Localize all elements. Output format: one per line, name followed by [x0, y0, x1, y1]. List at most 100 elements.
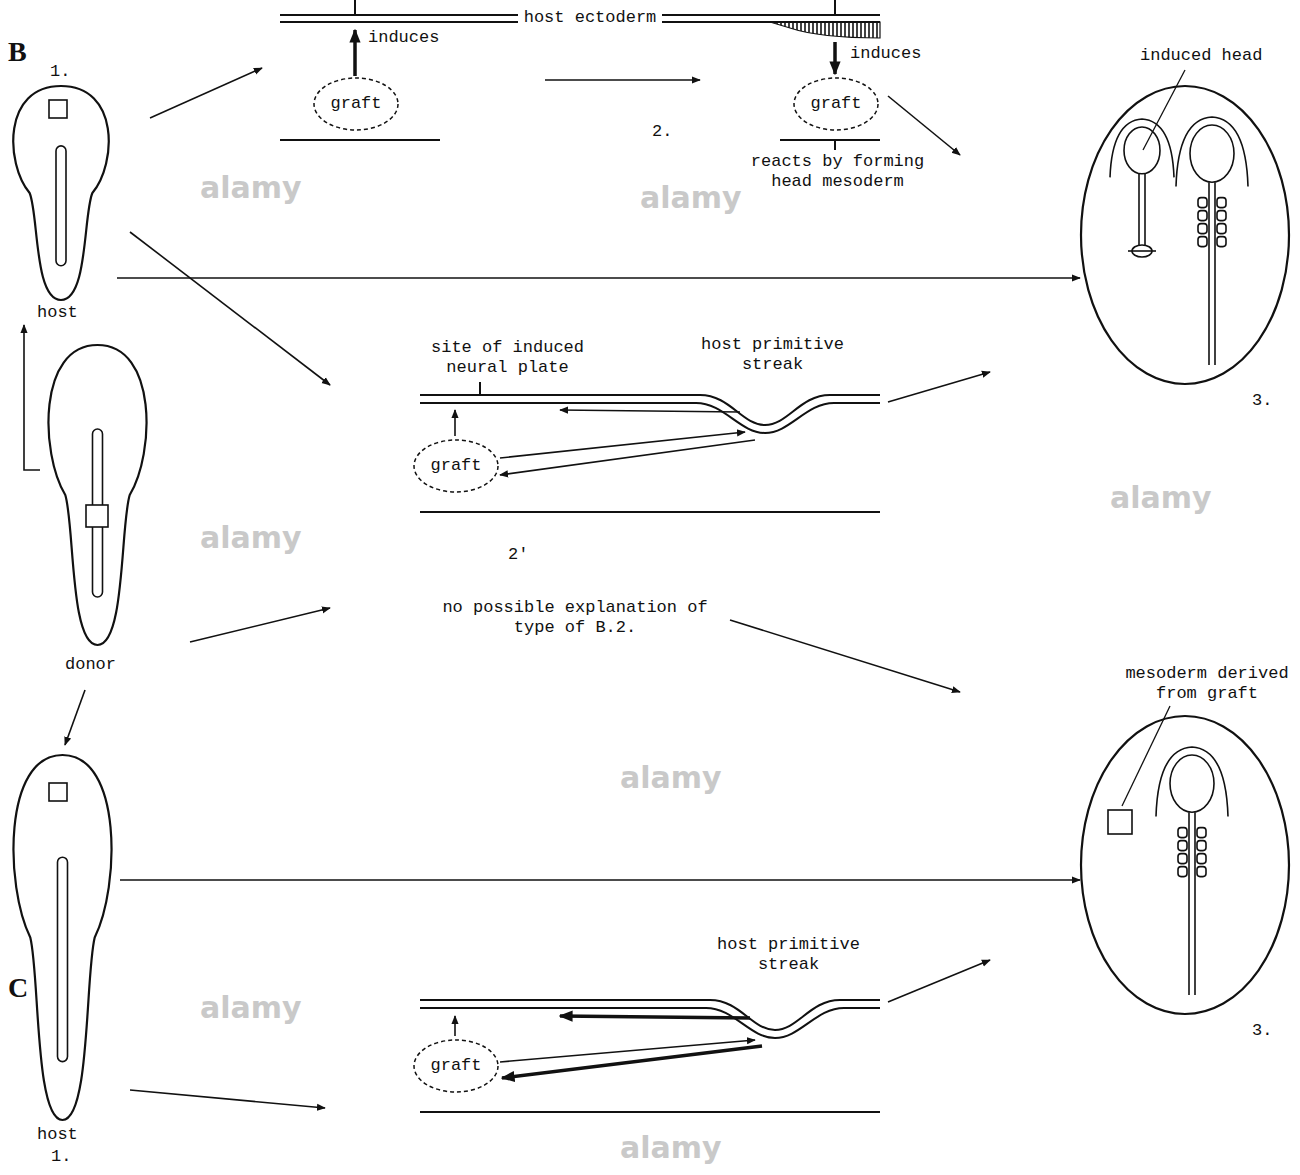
flow-arrows [730, 620, 960, 692]
flow-arrows [545, 79, 700, 81]
panel-letter: B [8, 36, 27, 68]
embryo-sketch [1178, 854, 1187, 864]
embryo-sketch [1217, 211, 1226, 221]
connector-arrow [65, 690, 85, 745]
panel-2prime [420, 511, 880, 513]
embryo-sketch [1124, 127, 1160, 174]
panel-2prime [420, 382, 880, 512]
embryo-sketch [1138, 174, 1140, 245]
embryo-sketch [1198, 211, 1207, 221]
graft-ellipse: graft [413, 439, 499, 493]
connector-arrow [120, 879, 1080, 881]
node-label: graft [330, 94, 381, 114]
embryo-sketch [1198, 224, 1207, 234]
watermark: alamy [200, 170, 302, 205]
embryo-sketch [1110, 119, 1174, 257]
panel-2prime [560, 410, 740, 412]
induction-arrows [833, 42, 837, 74]
embryo-sketch [1197, 867, 1206, 877]
embryo-sketch [1156, 747, 1228, 995]
node-outline [48, 345, 146, 645]
embryo-sketch [1188, 812, 1190, 995]
flow-arrows [888, 960, 990, 1002]
embryo-sketch [1156, 747, 1228, 817]
graft-ellipse: graft [413, 1039, 499, 1093]
embryo-sketch [1178, 867, 1187, 877]
result-embryo: 3. [1080, 715, 1290, 1045]
flow-arrows [130, 1090, 325, 1108]
embryo-sketch [1198, 198, 1207, 208]
node-outline [49, 783, 67, 801]
flow-arrows [130, 232, 330, 385]
embryo-sketch [1197, 854, 1206, 864]
node-outline [1081, 716, 1289, 1014]
ectoderm-lines [770, 22, 880, 38]
embryo-sketch [1176, 117, 1248, 365]
node-outline [794, 78, 878, 130]
embryo-sketch [1178, 828, 1187, 838]
watermark: alamy [620, 760, 722, 795]
embryo-sketch [1110, 119, 1174, 177]
leader-lines [1143, 70, 1185, 150]
node-outline [86, 505, 108, 527]
connector-arrow [24, 325, 40, 470]
ectoderm-lines [354, 0, 356, 15]
graft-ellipse: graft [313, 77, 399, 131]
embryo-sketch [1197, 841, 1206, 851]
node-outline [314, 78, 398, 130]
node-outline [414, 440, 498, 492]
watermark: alamy [200, 520, 302, 555]
embryo-sketch [1194, 812, 1196, 995]
embryo-sketch [1178, 841, 1187, 851]
graft-ellipse: graft [793, 77, 879, 131]
watermark: alamy [620, 1130, 722, 1165]
node-outline [1080, 715, 1290, 1045]
ectoderm-lines [834, 140, 836, 150]
node-label: host [37, 1125, 78, 1145]
donor-embryo: donor [40, 345, 155, 690]
embryo-sketch [1197, 828, 1206, 838]
ectoderm-lines [780, 139, 880, 141]
structure-label: mesoderm derived from graft [1118, 664, 1296, 704]
panel-c [454, 1016, 456, 1036]
node-outline [58, 857, 68, 1061]
leader-lines [1122, 706, 1170, 806]
panel-c [420, 1008, 880, 1038]
stage-number: 2' [508, 545, 528, 565]
panel-c [420, 1111, 880, 1113]
node-outline [1080, 85, 1290, 415]
flow-arrows [190, 608, 330, 642]
node-outline [5, 745, 120, 1170]
node-outline [414, 1040, 498, 1092]
node-outline [1108, 810, 1132, 834]
node-outline [1081, 86, 1289, 384]
node-outline [56, 146, 66, 266]
watermark: alamy [640, 180, 742, 215]
host-embryo: host1. [5, 745, 120, 1170]
node-label: donor [65, 655, 116, 675]
panel-2prime [420, 403, 880, 433]
watermark: alamy [200, 990, 302, 1025]
flow-arrows [150, 68, 262, 118]
note-text: no possible explanation of type of B.2. [425, 598, 725, 638]
node-label: 1. [50, 62, 70, 82]
embryo-sketch [1217, 198, 1226, 208]
embryo-sketch [1214, 182, 1216, 365]
stage-number: 2. [652, 122, 672, 142]
process-label: induces [368, 28, 439, 48]
flow-arrows [130, 68, 990, 1108]
induction-arrows [353, 30, 357, 76]
embryo-sketch [1144, 174, 1146, 245]
structure-label: host primitive streak [690, 335, 855, 375]
panel-c [560, 1016, 750, 1018]
tissue-label: host ectoderm [518, 8, 663, 28]
process-label: reacts by forming head mesoderm [740, 152, 935, 192]
process-label: induces [850, 44, 921, 64]
panel-2prime [479, 382, 481, 395]
embryo-sketch [1128, 250, 1156, 252]
flow-arrows [888, 96, 960, 155]
node-outline [40, 345, 155, 690]
embryo-sketch [1198, 237, 1207, 247]
